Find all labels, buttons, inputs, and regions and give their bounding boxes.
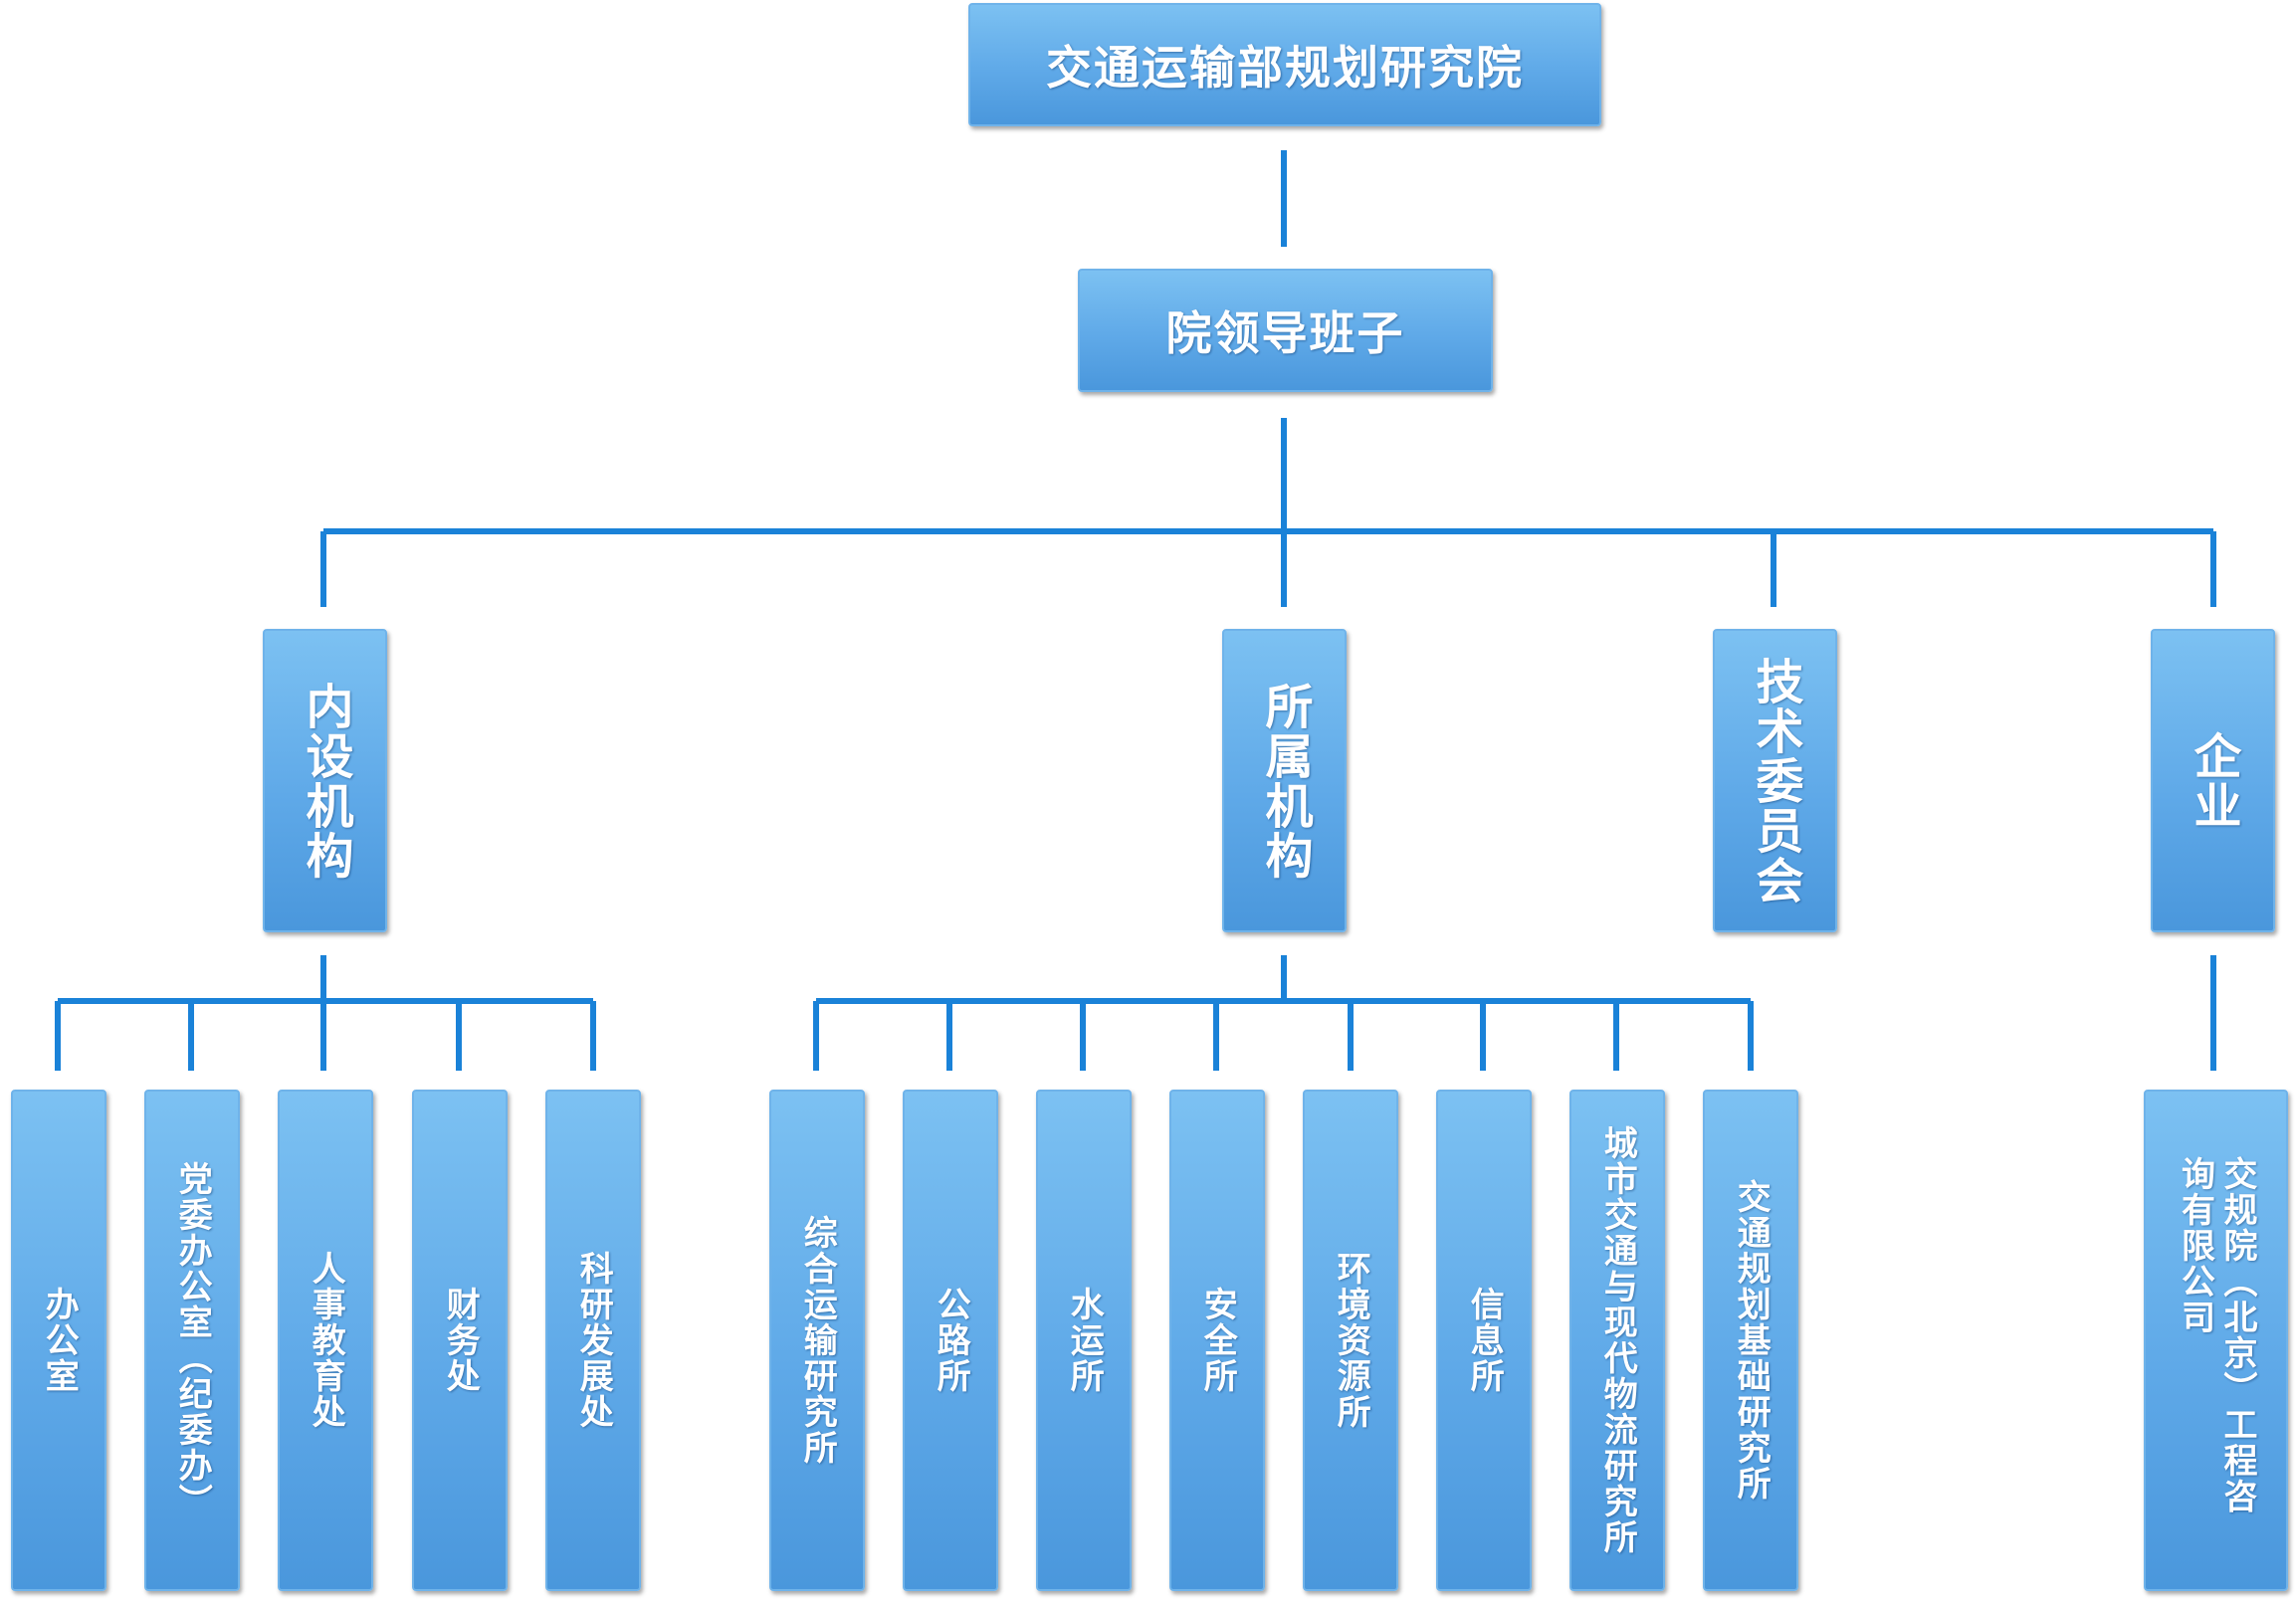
internal-unit: 财务处 xyxy=(412,1090,508,1591)
internal-unit: 人事教育处 xyxy=(278,1090,373,1591)
affiliated-unit-label: 城市交通与现代物流研究所 xyxy=(1597,1125,1638,1555)
enterprise-unit: 交规院（北京）工程咨询有限公司 xyxy=(2144,1090,2288,1591)
affiliated-unit: 综合运输研究所 xyxy=(769,1090,865,1591)
affiliated-unit-label: 综合运输研究所 xyxy=(797,1215,838,1466)
affiliated-unit: 安全所 xyxy=(1169,1090,1265,1591)
category-enterprise-label: 企业 xyxy=(2185,730,2241,831)
root-label: 交通运输部规划研究院 xyxy=(1046,41,1524,95)
affiliated-unit: 水运所 xyxy=(1036,1090,1132,1591)
internal-unit-label: 财务处 xyxy=(440,1287,481,1394)
root-node: 交通运输部规划研究院 xyxy=(968,3,1601,126)
affiliated-unit-label: 安全所 xyxy=(1197,1287,1238,1394)
category-internal-label: 内设机构 xyxy=(297,681,353,881)
affiliated-unit-label: 公路所 xyxy=(931,1287,971,1394)
leadership-node: 院领导班子 xyxy=(1078,269,1493,392)
affiliated-unit: 公路所 xyxy=(903,1090,998,1591)
affiliated-unit-label: 水运所 xyxy=(1064,1287,1105,1394)
internal-unit: 办公室 xyxy=(11,1090,106,1591)
affiliated-unit-label: 交通规划基础研究所 xyxy=(1731,1179,1772,1502)
affiliated-unit: 交通规划基础研究所 xyxy=(1703,1090,1798,1591)
category-enterprise: 企业 xyxy=(2151,629,2275,932)
internal-unit: 党委办公室（纪委办） xyxy=(144,1090,240,1591)
internal-unit-label: 党委办公室（纪委办） xyxy=(172,1161,213,1519)
leadership-label: 院领导班子 xyxy=(1165,306,1405,360)
category-tech-committee-label: 技术委员会 xyxy=(1747,656,1803,905)
category-affiliated-label: 所属机构 xyxy=(1256,681,1313,881)
internal-unit-label: 科研发展处 xyxy=(573,1251,614,1430)
category-internal: 内设机构 xyxy=(263,629,387,932)
internal-unit-label: 办公室 xyxy=(39,1287,80,1394)
category-affiliated: 所属机构 xyxy=(1222,629,1347,932)
affiliated-unit: 城市交通与现代物流研究所 xyxy=(1569,1090,1665,1591)
internal-unit: 科研发展处 xyxy=(545,1090,641,1591)
internal-unit-label: 人事教育处 xyxy=(306,1251,346,1430)
enterprise-unit-label: 交规院（北京）工程咨询有限公司 xyxy=(2175,1156,2258,1514)
affiliated-unit-label: 信息所 xyxy=(1464,1287,1505,1394)
affiliated-unit-label: 环境资源所 xyxy=(1331,1251,1371,1430)
category-tech-committee: 技术委员会 xyxy=(1713,629,1837,932)
affiliated-unit: 环境资源所 xyxy=(1303,1090,1398,1591)
affiliated-unit: 信息所 xyxy=(1436,1090,1532,1591)
